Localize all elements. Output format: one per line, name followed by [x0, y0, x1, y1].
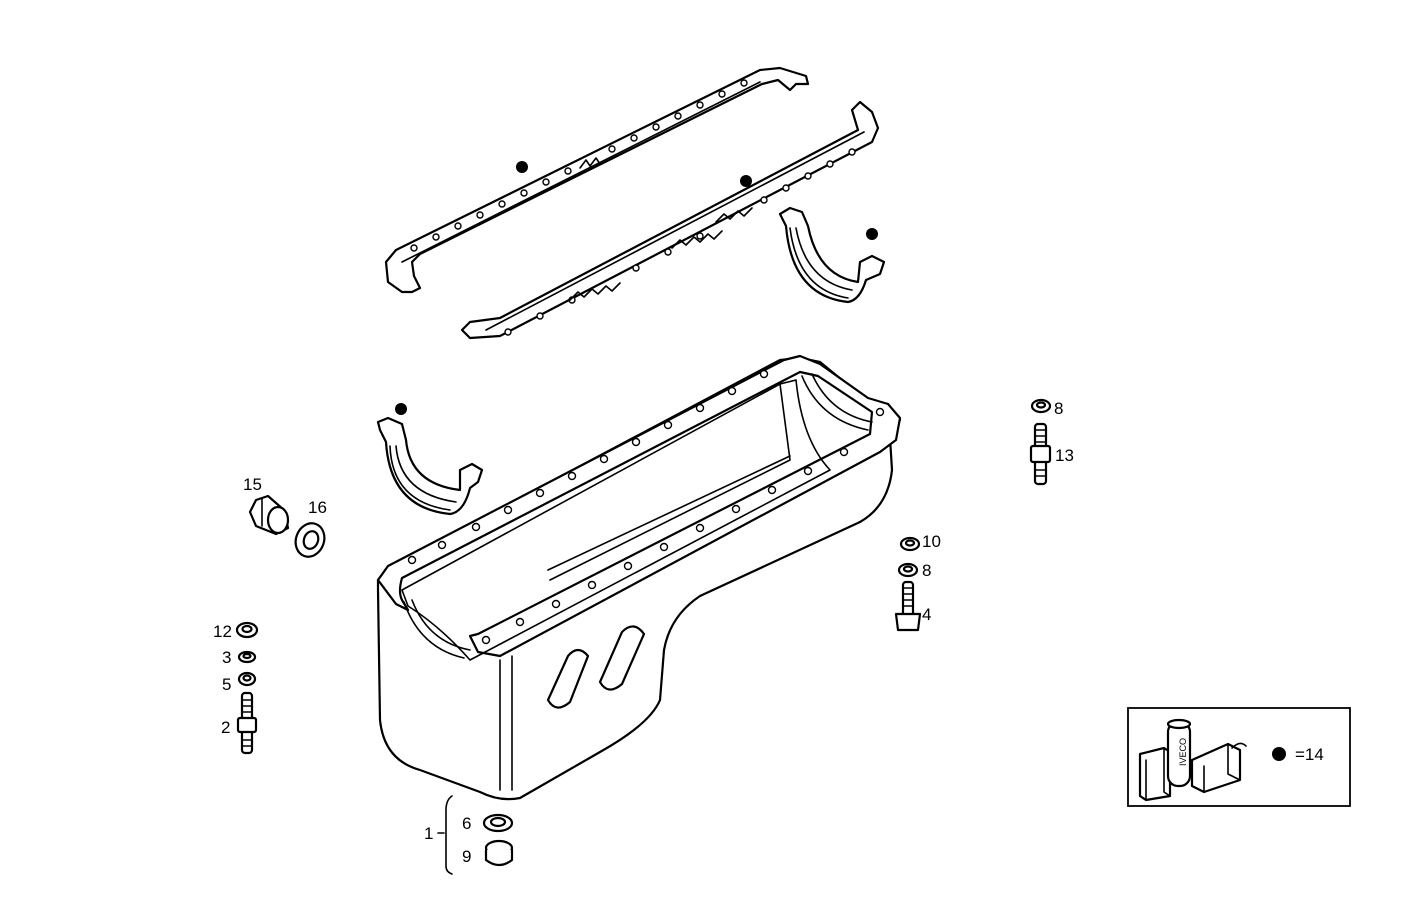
washer-8-top [1030, 398, 1052, 414]
callout-1: 1 [424, 824, 433, 843]
group-bracket-1 [445, 795, 453, 875]
callout-12: 12 [213, 622, 232, 641]
oil-pan [376, 354, 902, 801]
callout-9: 9 [462, 847, 471, 866]
callout-16: 16 [308, 498, 327, 517]
callout-8-mid: 8 [922, 561, 931, 580]
kit-marker-dot [395, 403, 407, 415]
plug-15 [248, 494, 290, 536]
drain-plug-9 [484, 839, 514, 867]
sump-gasket-upper [384, 66, 810, 294]
legend-equals-14: =14 [1295, 745, 1324, 764]
callout-2: 2 [221, 718, 230, 737]
washer-16 [294, 522, 326, 558]
callout-10: 10 [922, 532, 941, 551]
arc-seal-front [376, 416, 484, 516]
callout-15: 15 [243, 475, 262, 494]
washer-3 [237, 650, 257, 664]
stud-13 [1029, 422, 1052, 486]
washer-8-mid [897, 562, 919, 578]
gasket-kit-legend: IVECO =14 [1127, 707, 1351, 807]
bolt-4 [894, 580, 922, 632]
callout-6: 6 [462, 814, 471, 833]
nut-12 [235, 621, 259, 639]
sump-gasket-lower [460, 100, 880, 340]
kit-marker-dot [740, 175, 752, 187]
legend-dot [1272, 747, 1286, 761]
arc-seal-rear [778, 206, 886, 304]
callout-13: 13 [1055, 446, 1074, 465]
washer-10 [899, 536, 921, 552]
stud-2 [236, 691, 258, 755]
kit-brand-text: IVECO [1178, 738, 1188, 766]
callout-3: 3 [222, 648, 231, 667]
washer-5 [237, 671, 257, 687]
kit-marker-dot [866, 228, 878, 240]
callout-8-top: 8 [1054, 399, 1063, 418]
callout-4: 4 [922, 605, 931, 624]
washer-6 [482, 813, 514, 833]
callout-5: 5 [222, 675, 231, 694]
kit-marker-dot [516, 161, 528, 173]
